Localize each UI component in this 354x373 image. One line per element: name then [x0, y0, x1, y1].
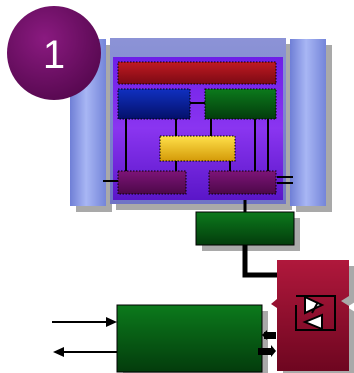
wire-output-to-connector [242, 245, 282, 278]
step-badge: 1 [7, 6, 101, 100]
step-number: 1 [43, 33, 65, 77]
purple-block-left [117, 170, 187, 195]
yellow-block [159, 135, 236, 162]
right-side-panel [290, 39, 326, 206]
bus-block [116, 304, 263, 373]
internal-wires [103, 102, 293, 184]
blue-block [117, 88, 191, 120]
top-bar [117, 61, 277, 85]
output-block [195, 211, 295, 246]
connector-block [271, 260, 349, 371]
arrow-right-icon [52, 317, 117, 327]
arrow-left-icon [53, 347, 117, 357]
green-block [204, 88, 277, 120]
bidirectional-triangles-icon [295, 295, 336, 331]
bus-connector-arrows [258, 330, 276, 357]
purple-block-right [208, 170, 277, 195]
